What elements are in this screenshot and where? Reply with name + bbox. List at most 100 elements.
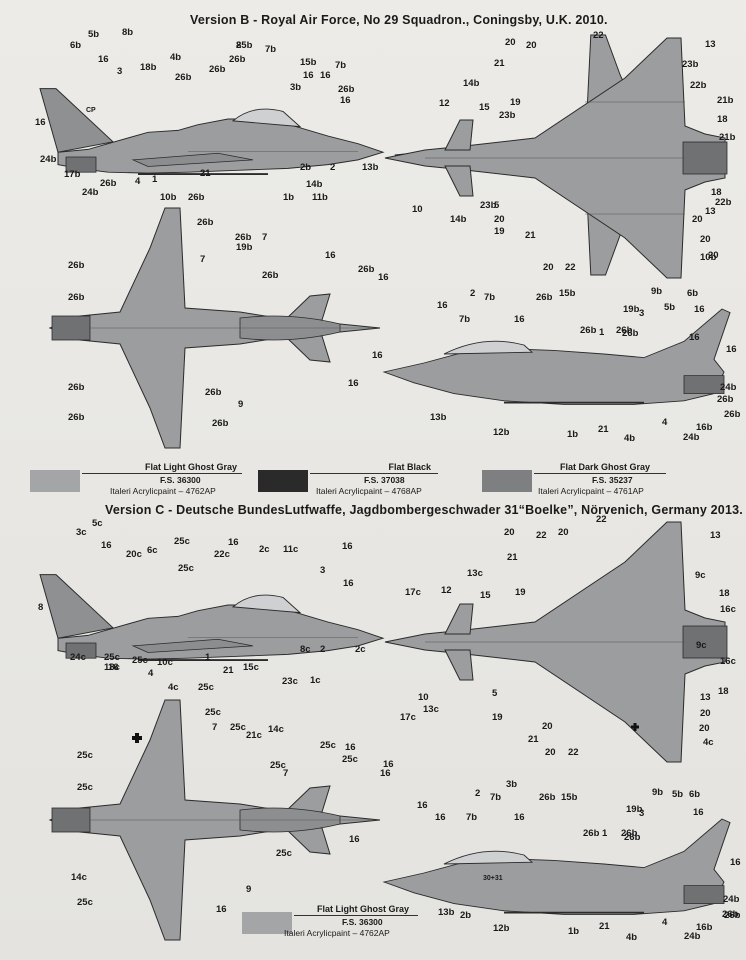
callout-label: 16 <box>514 314 525 325</box>
callout-label: 11c <box>283 544 298 555</box>
callout-label: 23c <box>282 676 298 687</box>
callout-label: 26b <box>624 832 641 843</box>
callout-label: 10c <box>157 657 173 668</box>
callout-label: 16 <box>378 272 389 283</box>
callout-label: 7b <box>459 314 470 325</box>
swatch-name: Flat Black <box>388 462 431 472</box>
callout-label: 13 <box>700 692 711 703</box>
callout-label: 19 <box>510 97 521 108</box>
callout-label: 26b <box>188 192 205 203</box>
callout-label: 22 <box>593 30 604 41</box>
callout-label: 5c <box>92 518 103 529</box>
callout-label: 16 <box>514 812 525 823</box>
callout-label: 18 <box>719 588 730 599</box>
callout-label: 16 <box>372 350 383 361</box>
callout-label: 19b <box>626 804 643 815</box>
callout-label: 15b <box>561 792 578 803</box>
callout-label: 9c <box>696 640 707 651</box>
callout-label: 26b <box>212 418 229 429</box>
callout-label: 8 <box>38 602 43 613</box>
callout-label: 20 <box>700 234 711 245</box>
callout-label: 5b <box>664 302 675 313</box>
callout-label: 18 <box>717 114 728 125</box>
callout-label: 26b <box>622 328 639 339</box>
callout-label: 6c <box>147 545 158 556</box>
callout-label: 4b <box>170 52 181 63</box>
swatch-name: Flat Dark Ghost Gray <box>559 462 650 472</box>
callout-label: 18c <box>104 662 120 673</box>
c-top-view <box>49 699 381 941</box>
callout-label: 26b <box>68 412 85 423</box>
callout-label: 18b <box>140 62 157 73</box>
callout-label: 7 <box>212 722 217 733</box>
callout-label: 11b <box>312 192 328 203</box>
callout-label: 13 <box>705 39 716 50</box>
swatch-fs: F.S. 35237 <box>592 475 633 485</box>
callout-label: 13 <box>705 206 716 217</box>
callout-label: 25b <box>236 40 253 51</box>
callout-label: 24b <box>40 154 57 165</box>
b-side-view-2 <box>382 308 731 405</box>
callout-label: 1 <box>205 652 211 663</box>
b-top-view <box>49 207 381 449</box>
callout-label: 20 <box>545 747 556 758</box>
callout-label: 14b <box>450 214 467 225</box>
callout-label: 7b <box>265 44 276 55</box>
callout-label: 15b <box>300 57 317 68</box>
callout-label: 26b <box>539 792 556 803</box>
callout-label: 16b <box>696 922 713 933</box>
callout-label: 13c <box>467 568 483 579</box>
swatch-flat-dark-ghost-gray: Flat Dark Ghost Gray F.S. 35237 Italeri … <box>482 462 672 498</box>
callout-label: 2b <box>460 910 471 921</box>
callout-label: 20 <box>699 723 710 734</box>
callout-label: 16 <box>435 812 446 823</box>
callout-label: 14b <box>463 78 480 89</box>
callout-label: 16 <box>340 95 351 106</box>
callout-label: 1c <box>310 675 321 686</box>
callout-label: 16 <box>98 54 109 65</box>
callout-label: 7b <box>466 812 477 823</box>
callout-label: 16 <box>228 537 239 548</box>
callout-label: 26b <box>197 217 214 228</box>
callout-label: 4 <box>148 668 154 679</box>
callout-label: 16b <box>696 422 713 433</box>
callout-label: 26b <box>209 64 226 75</box>
callout-label: 16 <box>35 117 46 128</box>
callout-label: 25c <box>205 707 221 718</box>
callout-label: 9 <box>246 884 251 895</box>
swatch-paint: Italeri Acrylicpaint – 4761AP <box>538 486 644 496</box>
callout-label: 25c <box>77 897 93 908</box>
callout-label: 26b <box>722 909 739 920</box>
callout-label: 4c <box>703 737 714 748</box>
callout-label: 3b <box>506 779 517 790</box>
callout-label: 4 <box>662 417 668 428</box>
cross-icon <box>132 733 142 743</box>
callout-label: 20 <box>708 250 719 261</box>
callout-label: 1 <box>602 828 608 839</box>
callout-label: 4 <box>135 176 141 187</box>
callout-label: 26b <box>175 72 192 83</box>
callout-label: 2 <box>320 644 325 655</box>
c-side-view <box>39 573 384 662</box>
callout-label: 17b <box>64 169 81 180</box>
callout-label: 1b <box>567 429 578 440</box>
callout-label: 20 <box>542 721 553 732</box>
callout-label: 14c <box>71 872 87 883</box>
callout-label: 20 <box>504 527 515 538</box>
callout-label: 8 <box>236 40 241 51</box>
callout-label: 3 <box>117 66 122 77</box>
callout-label: 16 <box>730 857 741 868</box>
callout-label: 25c <box>77 750 93 761</box>
callout-label: 24b <box>720 382 737 393</box>
callout-label: 23b <box>499 110 516 121</box>
callout-label: 26b <box>536 292 553 303</box>
callout-label: 21 <box>507 552 518 563</box>
callout-label: 20 <box>526 40 537 51</box>
